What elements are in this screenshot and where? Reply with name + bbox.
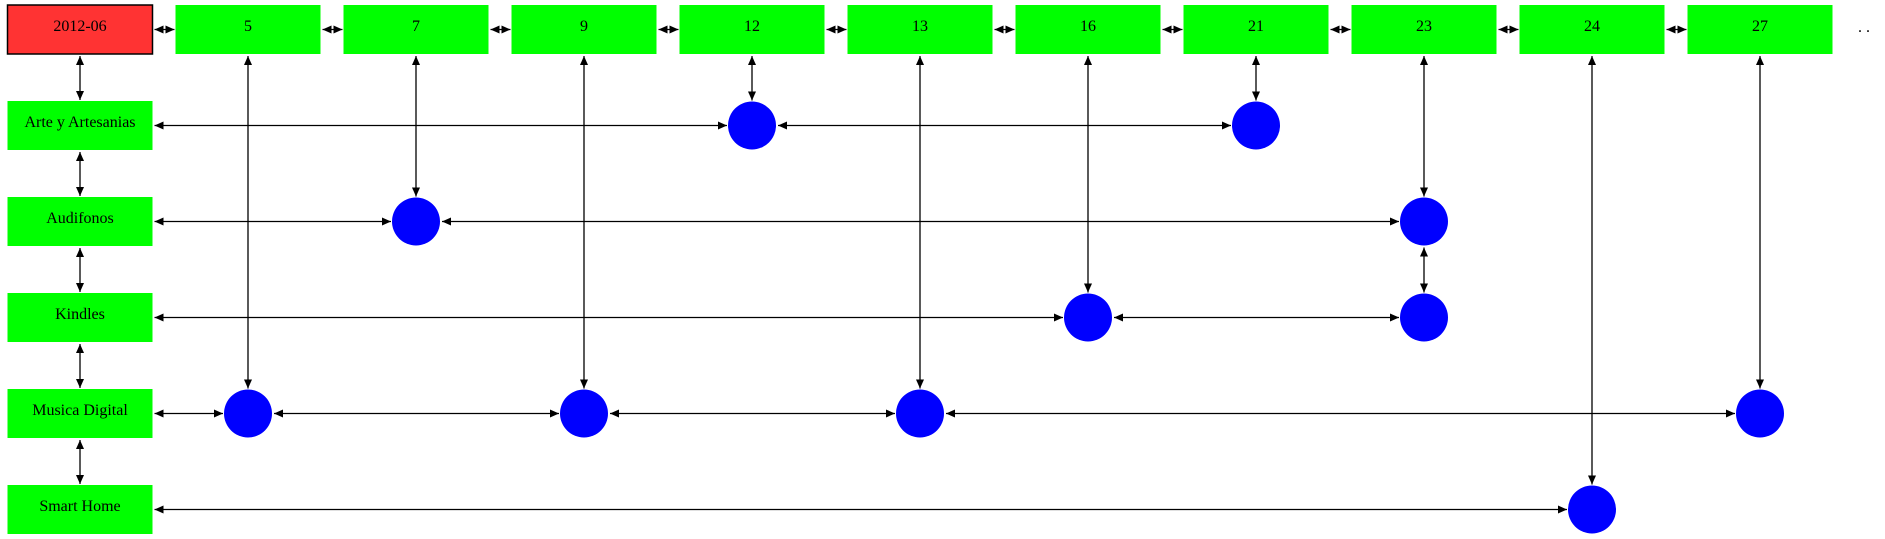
event-dot-day-23 (1400, 197, 1448, 246)
category-node-1-label: Audifonos (46, 210, 114, 227)
day-node-12: 12 (679, 5, 825, 54)
day-node-5: 5 (175, 5, 321, 54)
day-node-24-box (1519, 5, 1665, 54)
category-node-1: Audifonos (7, 197, 153, 246)
category-node-3: Musica Digital (7, 389, 153, 438)
category-node-3-box (7, 389, 153, 438)
event-dot-day-12 (728, 101, 776, 150)
category-node-4-label: Smart Home (39, 498, 120, 515)
category-node-3-label: Musica Digital (32, 402, 128, 419)
day-node-23-label: 23 (1416, 18, 1432, 35)
category-node-2-box (7, 293, 153, 342)
category-node-0-box (7, 101, 153, 150)
event-dot-day-23 (1400, 293, 1448, 342)
category-node-0: Arte y Artesanias (7, 101, 153, 150)
day-node-23-box (1351, 5, 1497, 54)
event-dot-day-5 (224, 389, 272, 438)
corner-date-node: 2012-06 (6, 4, 154, 55)
day-node-7: 7 (343, 5, 489, 54)
day-node-9: 9 (511, 5, 657, 54)
day-node-9-box (511, 5, 657, 54)
event-dot-day-16 (1064, 293, 1112, 342)
category-node-2-label: Kindles (55, 306, 105, 323)
day-node-7-label: 7 (412, 18, 420, 35)
category-node-0-label: Arte y Artesanias (24, 114, 135, 131)
day-node-27-label: 27 (1752, 18, 1768, 35)
day-node-13-label: 13 (912, 18, 928, 35)
event-dot-day-9 (560, 389, 608, 438)
day-node-24-label: 24 (1584, 18, 1600, 35)
corner-date-node-box (6, 4, 154, 55)
day-node-12-label: 12 (744, 18, 760, 35)
day-node-9-label: 9 (580, 18, 588, 35)
day-node-24: 24 (1519, 5, 1665, 54)
event-dot-day-7 (392, 197, 440, 246)
day-node-27: 27 (1687, 5, 1833, 54)
category-node-4: Smart Home (7, 485, 153, 534)
edges-layer (76, 25, 1764, 514)
event-dot-day-21 (1232, 101, 1280, 150)
category-node-4-box (7, 485, 153, 534)
day-node-21: 21 (1183, 5, 1329, 54)
day-node-7-box (343, 5, 489, 54)
day-node-5-box (175, 5, 321, 54)
day-node-23: 23 (1351, 5, 1497, 54)
day-node-16: 16 (1015, 5, 1161, 54)
day-node-13: 13 (847, 5, 993, 54)
category-node-2: Kindles (7, 293, 153, 342)
corner-date-node-label: 2012-06 (53, 18, 106, 35)
day-node-12-box (679, 5, 825, 54)
category-node-1-box (7, 197, 153, 246)
day-node-13-box (847, 5, 993, 54)
day-node-16-label: 16 (1080, 18, 1096, 35)
day-node-21-box (1183, 5, 1329, 54)
day-node-5-label: 5 (244, 18, 252, 35)
event-dot-day-27 (1736, 389, 1784, 438)
day-node-16-box (1015, 5, 1161, 54)
event-dot-day-13 (896, 389, 944, 438)
event-dot-day-24 (1568, 485, 1616, 534)
day-node-27-box (1687, 5, 1833, 54)
trailing-marker: . . (1858, 19, 1870, 36)
day-node-21-label: 21 (1248, 18, 1264, 35)
